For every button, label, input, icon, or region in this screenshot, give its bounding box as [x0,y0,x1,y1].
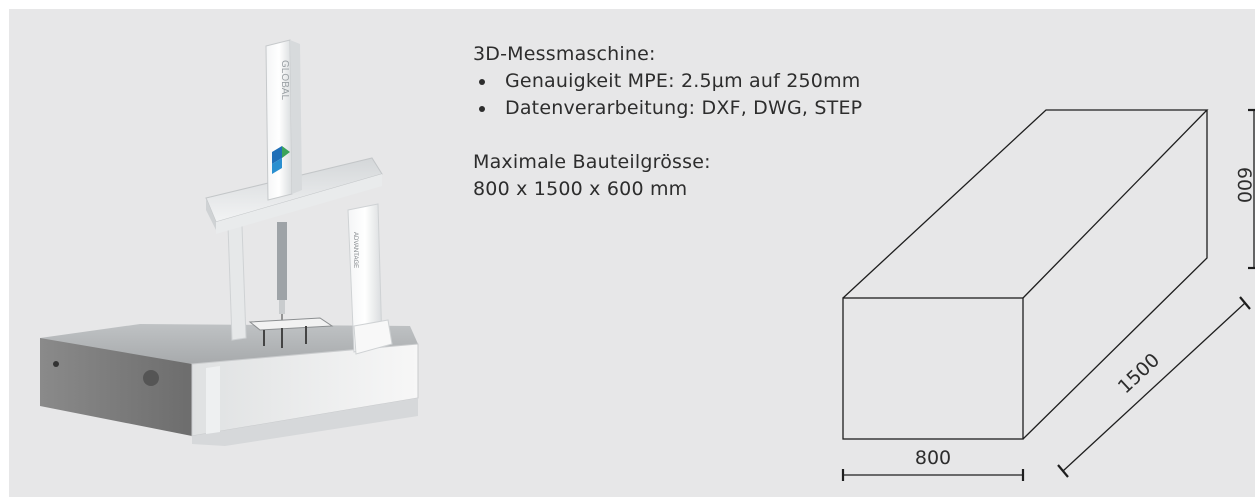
spec-text-block: 3D-Messmaschine: Genauigkeit MPE: 2.5µm … [473,41,862,203]
box-top-face [842,109,1209,299]
size-value: 800 x 1500 x 600 mm [473,178,688,200]
width-dimension-line [841,469,1025,481]
workpiece-fixture [248,317,334,348]
size-heading: Maximale Bauteilgrösse: [473,151,711,173]
side-logo-text: ADVANTAGE [352,232,358,268]
bridge-beam-front [216,174,382,234]
z-ram [277,222,287,300]
table-screw [53,361,59,367]
granite-front-face [40,338,192,436]
box-front-face [842,297,1024,440]
dimension-drawing: 800 1500 600 [841,108,1255,481]
spec-list: Genauigkeit MPE: 2.5µm auf 250mm Datenve… [473,68,862,122]
table-hole [143,370,159,386]
spec-item-data-formats: Datenverarbeitung: DXF, DWG, STEP [473,95,862,122]
spec-item-accuracy: Genauigkeit MPE: 2.5µm auf 250mm [473,68,862,95]
depth-dimension-line [1057,296,1251,478]
y-axis-rail-cover [206,366,220,434]
machine-image: GLOBAL ADVANTAGE [40,39,419,446]
bridge-beam-end [206,198,216,230]
spec-heading: 3D-Messmaschine: [473,43,656,65]
bridge-left-leg [227,225,247,341]
brand-logo-icon [272,146,290,174]
granite-table-top [40,324,418,364]
right-leg-foot [353,319,393,355]
z-column-side [290,40,302,194]
height-dimension-line [1248,108,1255,270]
probe-head [279,300,285,314]
height-label: 600 [1233,167,1255,203]
depth-label: 1500 [1114,349,1164,398]
side-cover-base [192,398,418,446]
column-logo-text: GLOBAL [279,60,290,100]
width-label: 800 [915,447,951,469]
box-right-face [1022,110,1208,440]
